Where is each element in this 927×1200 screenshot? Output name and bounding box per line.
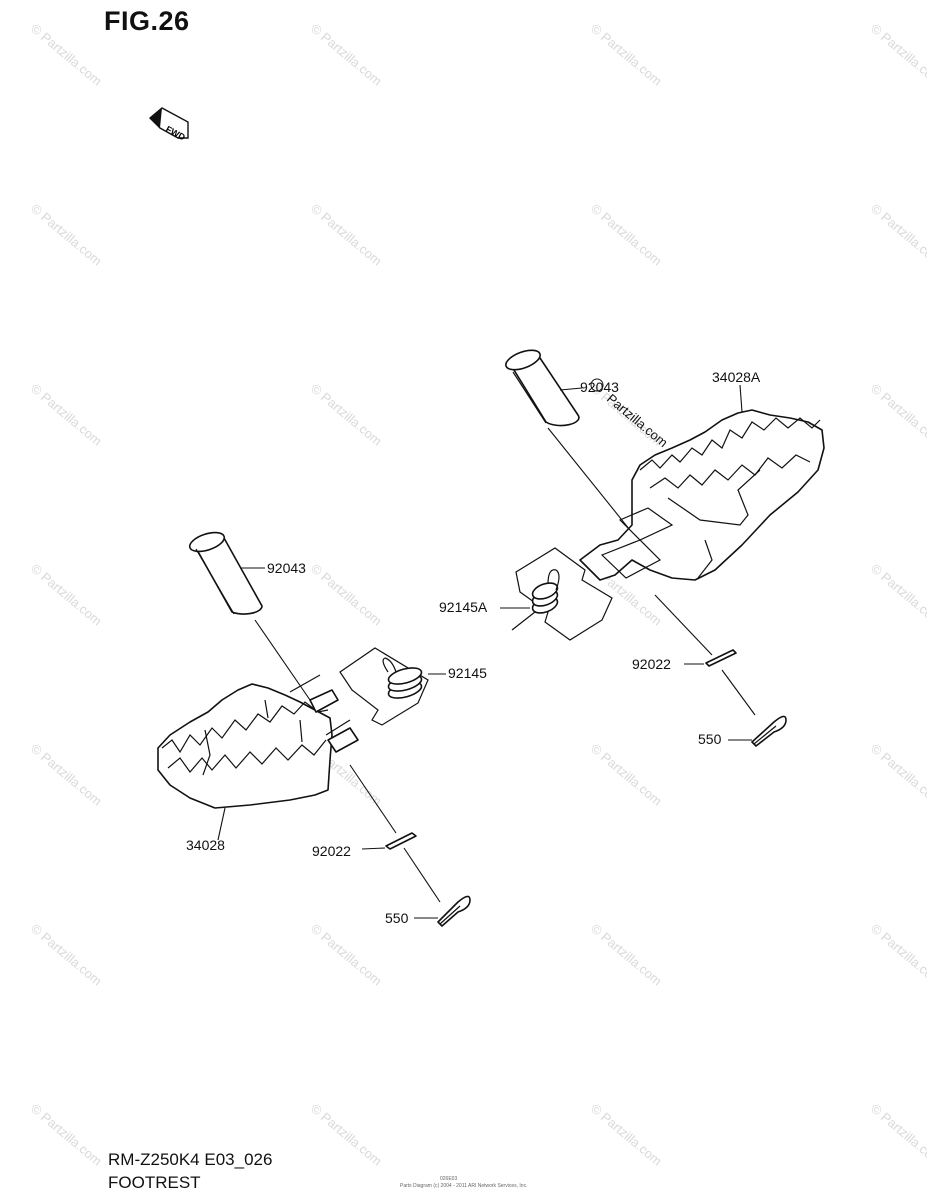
- watermark-text: © Partzilla.com: [588, 921, 665, 989]
- watermark-text: © Partzilla.com: [868, 1101, 927, 1169]
- watermark-text: © Partzilla.com: [868, 21, 927, 89]
- footer-model: RM-Z250K4 E03_026: [108, 1150, 273, 1169]
- label-92043-right: 92043: [580, 379, 619, 395]
- spring-92145A: [511, 547, 613, 641]
- cotter-pin-550-right: [751, 715, 787, 747]
- watermark-text: © Partzilla.com: [28, 741, 105, 809]
- leader-line: [349, 764, 397, 834]
- leader-line: [739, 384, 743, 413]
- leader-line: [254, 619, 311, 701]
- watermark-text: © Partzilla.com: [588, 201, 665, 269]
- watermark-text: © Partzilla.com: [308, 1101, 385, 1169]
- label-92022-right: 92022: [632, 656, 671, 672]
- pin-92043-left: [188, 531, 263, 615]
- leader-line: [403, 847, 441, 903]
- leader-line: [217, 807, 226, 841]
- watermark-text: © Partzilla.com: [28, 561, 105, 629]
- watermark-text: © Partzilla.com: [588, 741, 665, 809]
- watermark-text: © Partzilla.com: [28, 381, 105, 449]
- spring-92145: [339, 647, 429, 726]
- footer-name: FOOTREST: [108, 1173, 201, 1192]
- washer-92022-left: [385, 832, 417, 850]
- watermark-text: © Partzilla.com: [308, 381, 385, 449]
- leader-line: [361, 847, 386, 850]
- watermark-text: © Partzilla.com: [868, 561, 927, 629]
- watermark-text: © Partzilla.com: [28, 921, 105, 989]
- label-92022-left: 92022: [312, 843, 351, 859]
- watermark-text: © Partzilla.com: [308, 561, 385, 629]
- watermark-text: © Partzilla.com: [868, 381, 927, 449]
- washer-92022-right: [705, 649, 737, 667]
- watermark-text: © Partzilla.com: [308, 21, 385, 89]
- label-92145A: 92145A: [439, 599, 488, 615]
- leader-line: [721, 669, 756, 716]
- label-550-left: 550: [385, 910, 409, 926]
- watermark-text: © Partzilla.com: [868, 201, 927, 269]
- footer-copyright: Parts Diagram (c) 2004 - 2011 ARI Networ…: [400, 1183, 528, 1189]
- footrest-34028: [157, 674, 359, 809]
- watermark-text: © Partzilla.com: [588, 21, 665, 89]
- watermark-text: © Partzilla.com: [28, 21, 105, 89]
- leader-line: [559, 387, 583, 391]
- label-92145: 92145: [448, 665, 487, 681]
- footer-code: 026E03: [440, 1176, 458, 1182]
- label-92043-left: 92043: [267, 560, 306, 576]
- watermark-text: © Partzilla.com: [588, 1101, 665, 1169]
- label-550-right: 550: [698, 731, 722, 747]
- figure-title: FIG.26: [104, 6, 190, 36]
- footrest-34028A: [579, 409, 825, 581]
- watermark-text: © Partzilla.com: [28, 201, 105, 269]
- label-34028: 34028: [186, 837, 225, 853]
- svg-text:Partzilla.com: Partzilla.com: [604, 391, 671, 450]
- watermark-layer: © Partzilla.com © Partzilla.com © Partzill…: [28, 21, 927, 1169]
- leader-line: [654, 594, 713, 656]
- fwd-arrow-icon: FWD: [148, 107, 189, 143]
- label-34028A: 34028A: [712, 369, 761, 385]
- watermark-text: © Partzilla.com: [28, 1101, 105, 1169]
- cotter-pin-550-left: [437, 895, 471, 927]
- watermark-text: © Partzilla.com: [308, 921, 385, 989]
- watermark-text: © Partzilla.com: [868, 921, 927, 989]
- watermark-text: © Partzilla.com: [308, 201, 385, 269]
- watermark-text: © Partzilla.com: [868, 741, 927, 809]
- pin-92043-right: [505, 349, 580, 427]
